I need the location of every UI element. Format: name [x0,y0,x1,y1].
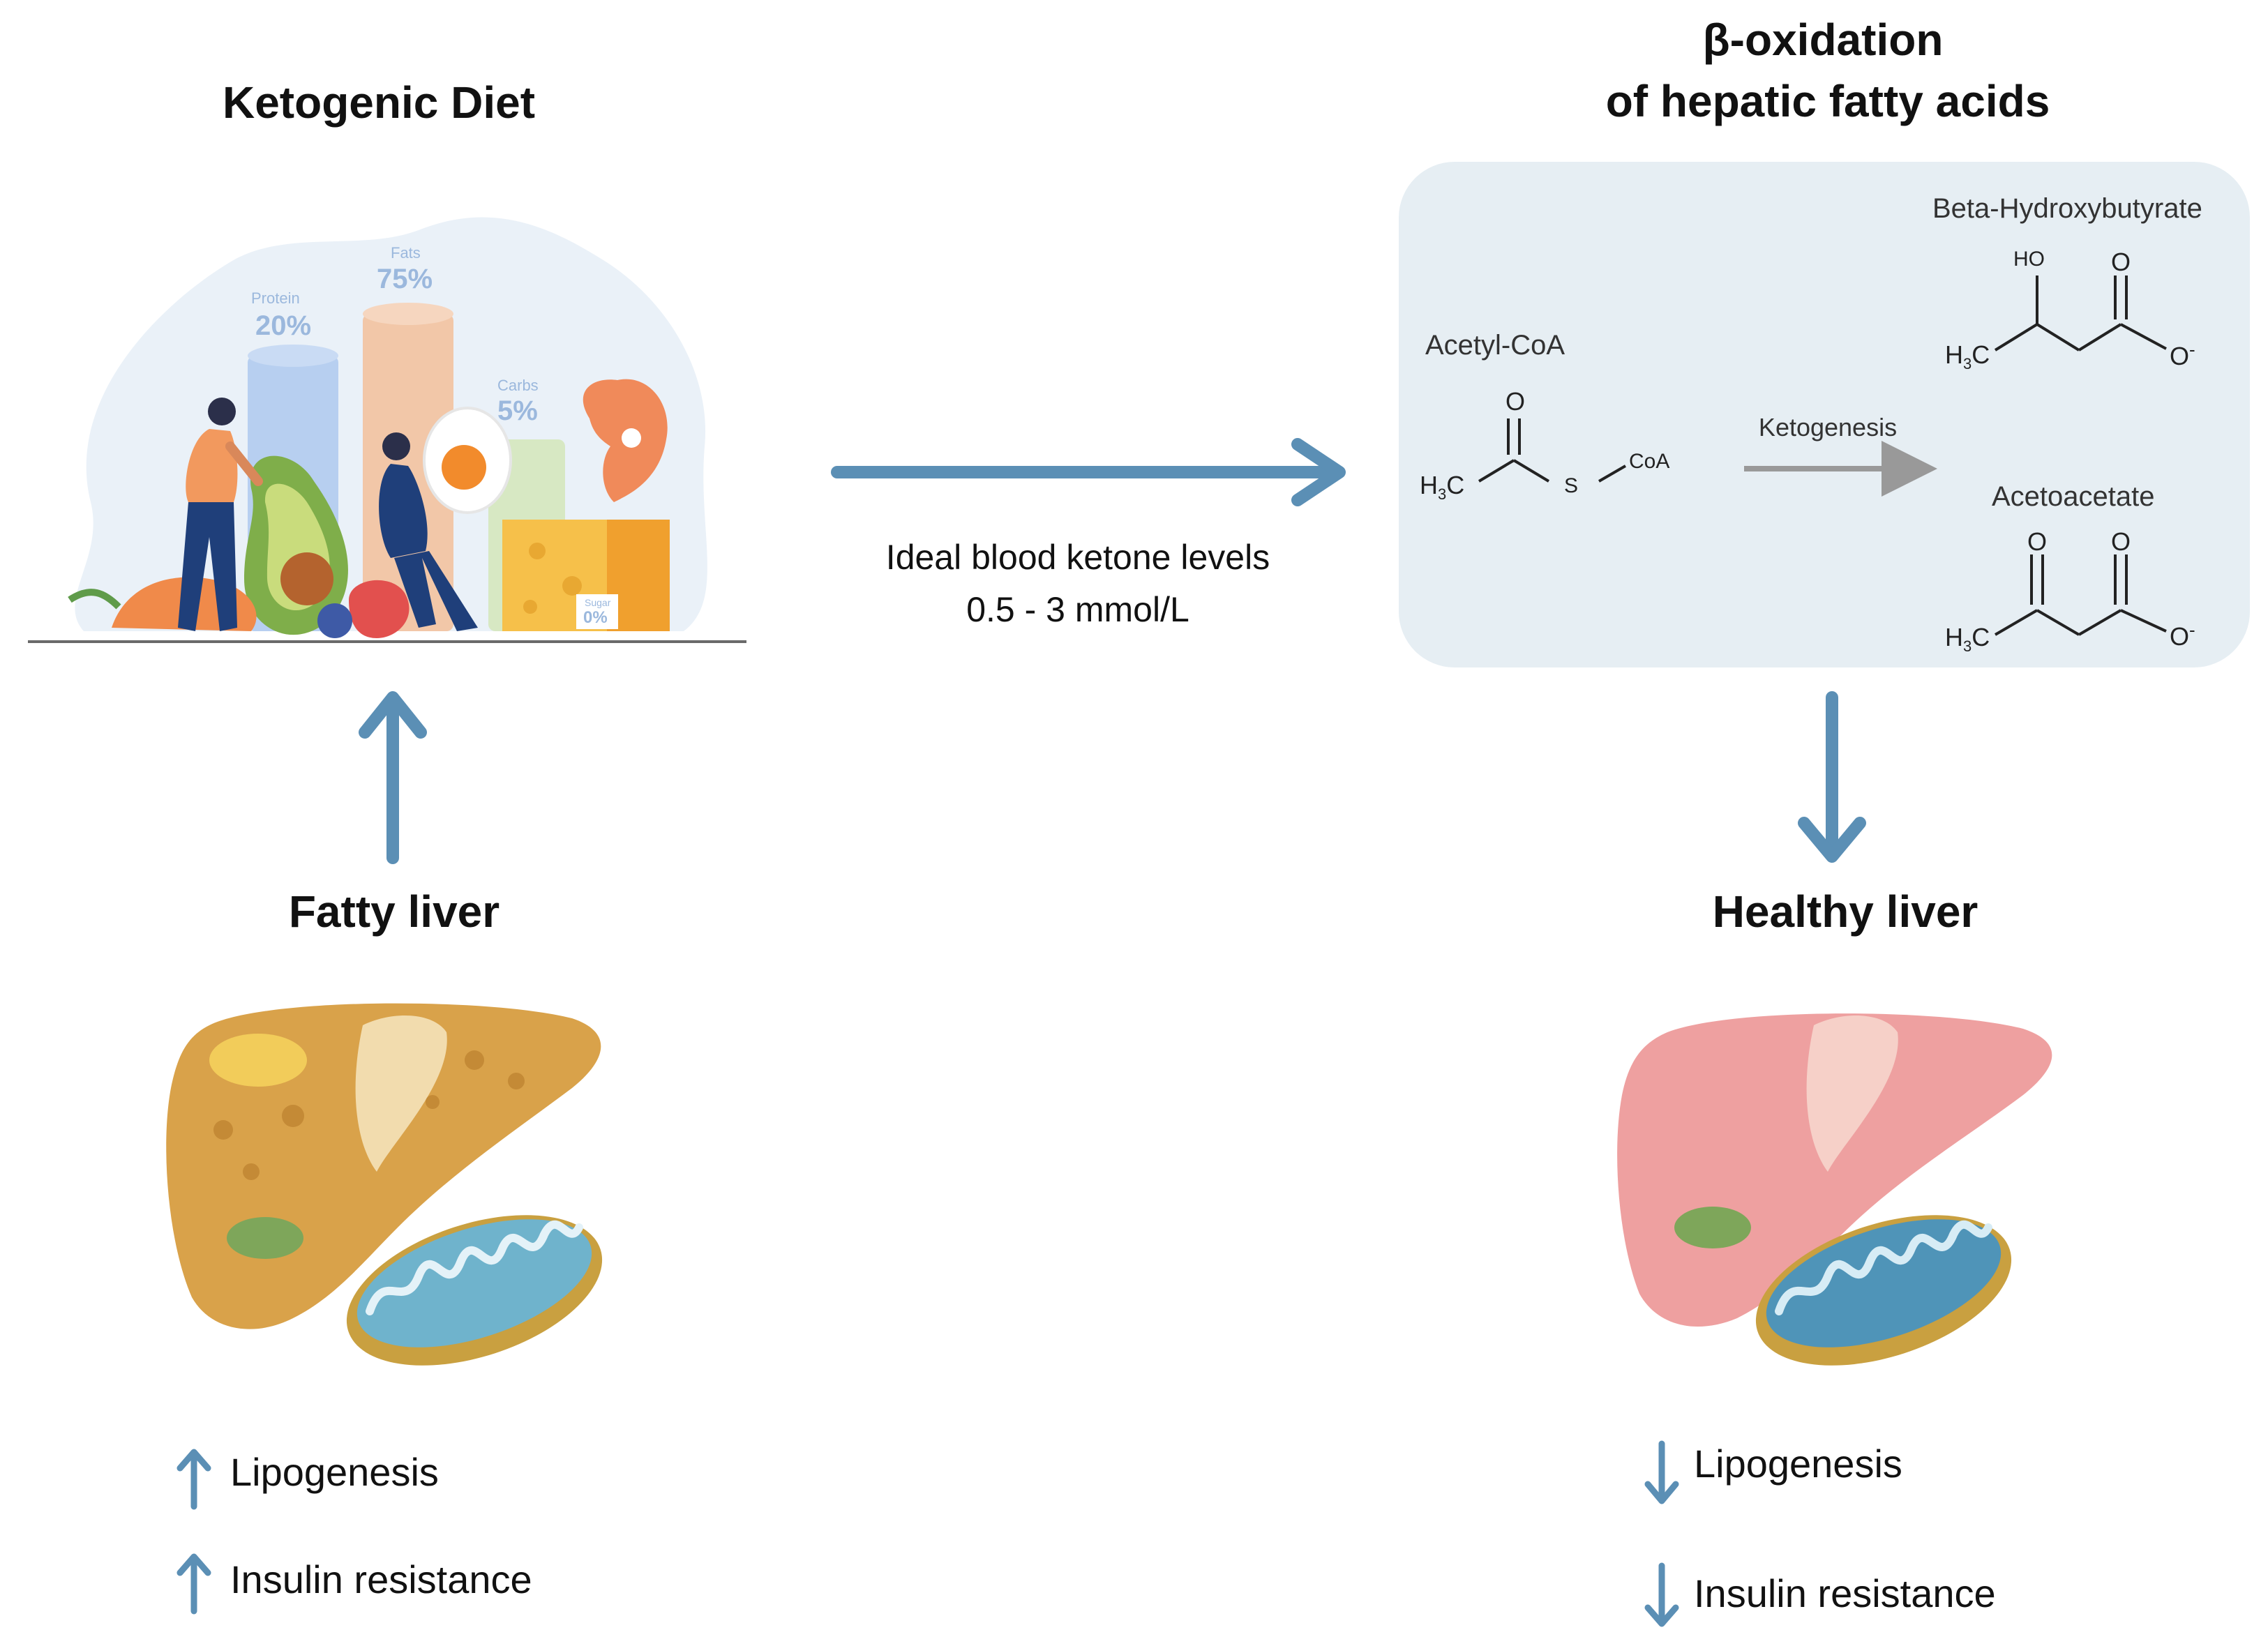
healthy-effect-insulin: Insulin resistance [1694,1571,1996,1616]
bhb-label: Beta-Hydroxybutyrate [1932,193,2202,224]
acetoacetate-oxide: O- [2170,619,2195,651]
acetyl-coa-methyl: H3C [1420,471,1465,504]
fatty-effect-lipogenesis: Lipogenesis [230,1449,439,1495]
bhb-structure [1994,275,2167,352]
protein-bar-value: 20% [255,310,312,341]
healthy-liver-icon [1617,1013,2052,1327]
oxidation-title-line2: of hepatic fatty acids [1605,76,2050,126]
strawberry-icon [349,580,410,638]
ketogenesis-label: Ketogenesis [1758,413,1898,441]
carbs-bar-label: Carbs [497,377,539,394]
healthy-effect-arrows [1644,1440,1679,1627]
diet-to-oxidation-arrow [831,438,1346,506]
acetoacetate-oxygen-2: O [2111,527,2131,556]
healthy-effect-lipogenesis: Lipogenesis [1694,1441,1902,1486]
bhb-oxygen: O [2111,248,2131,276]
healthy-mitochondrion-icon [1755,1215,2012,1366]
healthy-effect-insulin-label: Insulin resistance [1694,1571,1996,1615]
fatty-effect-insulin: Insulin resistance [230,1557,532,1602]
oxidation-to-healthy-liver-arrow [1798,691,1866,863]
woman-figure-icon [178,398,263,631]
ketone-levels-line1: Ideal blood ketone levels [885,538,1270,577]
fatty-effect-arrows [177,1449,211,1615]
ketone-levels-line2: 0.5 - 3 mmol/L [966,590,1189,629]
salmon-icon [583,379,668,502]
bhb-oxide: O- [2170,339,2195,370]
fatty-liver-title: Fatty liver [288,886,500,937]
healthy-liver-title: Healthy liver [1712,886,1978,937]
acetoacetate-oxygen-1: O [2027,527,2048,556]
acetyl-coa-coa: CoA [1629,450,1670,473]
fatty-effect-lipogenesis-label: Lipogenesis [230,1450,439,1494]
egg-icon [423,407,512,514]
fatty-mitochondrion-icon [346,1215,603,1366]
oxidation-title-line1: β-oxidation [1702,15,1944,65]
fats-bar-label: Fats [391,244,421,262]
sugar-bar-label: Sugar [585,597,611,608]
sugar-bar-value: 0% [583,608,608,627]
healthy-effect-lipogenesis-label: Lipogenesis [1694,1442,1902,1486]
acetyl-coa-oxygen: O [1505,387,1526,416]
bhb-hydroxyl: HO [2013,248,2045,271]
blueberry-icon [317,603,352,638]
fats-bar-value: 75% [377,264,433,294]
protein-bar-label: Protein [251,289,300,307]
bhb-methyl: H3C [1945,340,1990,373]
acetyl-coa-structure [1478,418,1627,483]
fatty-liver-to-diet-arrow [359,691,427,864]
keto-diet-title: Ketogenic Diet [222,77,536,128]
acetoacetate-label: Acetoacetate [1992,481,2155,512]
carbs-bar-value: 5% [497,395,538,426]
acetoacetate-methyl: H3C [1945,623,1990,656]
acetoacetate-structure [1994,554,2167,636]
keto-diet-illustration [28,217,746,643]
fatty-effect-insulin-label: Insulin resistance [230,1557,532,1601]
acetyl-coa-sulfur: S [1564,474,1579,497]
avocado-icon [244,455,348,635]
man-figure-icon [379,432,478,631]
fatty-liver-icon [166,1003,601,1329]
acetyl-coa-label: Acetyl-CoA [1425,330,1565,361]
